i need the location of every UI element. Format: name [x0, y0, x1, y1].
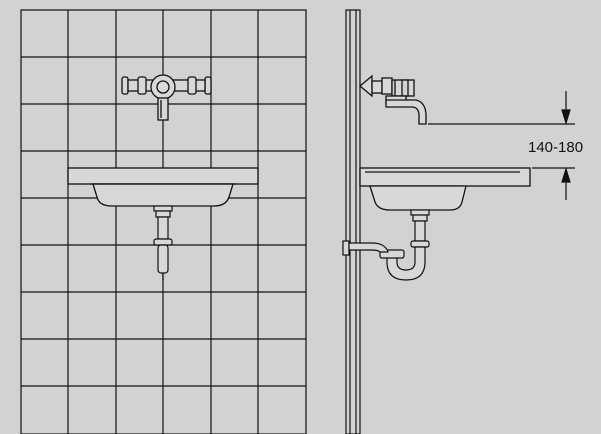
tile-wall-grid [20, 9, 307, 434]
dimension-arrow-up [561, 166, 571, 183]
faucet-side [358, 74, 427, 125]
washbasin-front [67, 167, 259, 207]
height-dimension [428, 91, 575, 200]
wall-section [345, 9, 361, 434]
drain-trap-front [153, 205, 173, 280]
washbasin-side [359, 167, 531, 211]
side-view: 140-180 [342, 9, 583, 434]
faucet-front [121, 74, 212, 121]
dimension-label: 140-180 [528, 139, 583, 156]
dimension-arrow-down [561, 109, 571, 126]
front-view [20, 9, 307, 434]
drain-trap-side [342, 209, 430, 281]
